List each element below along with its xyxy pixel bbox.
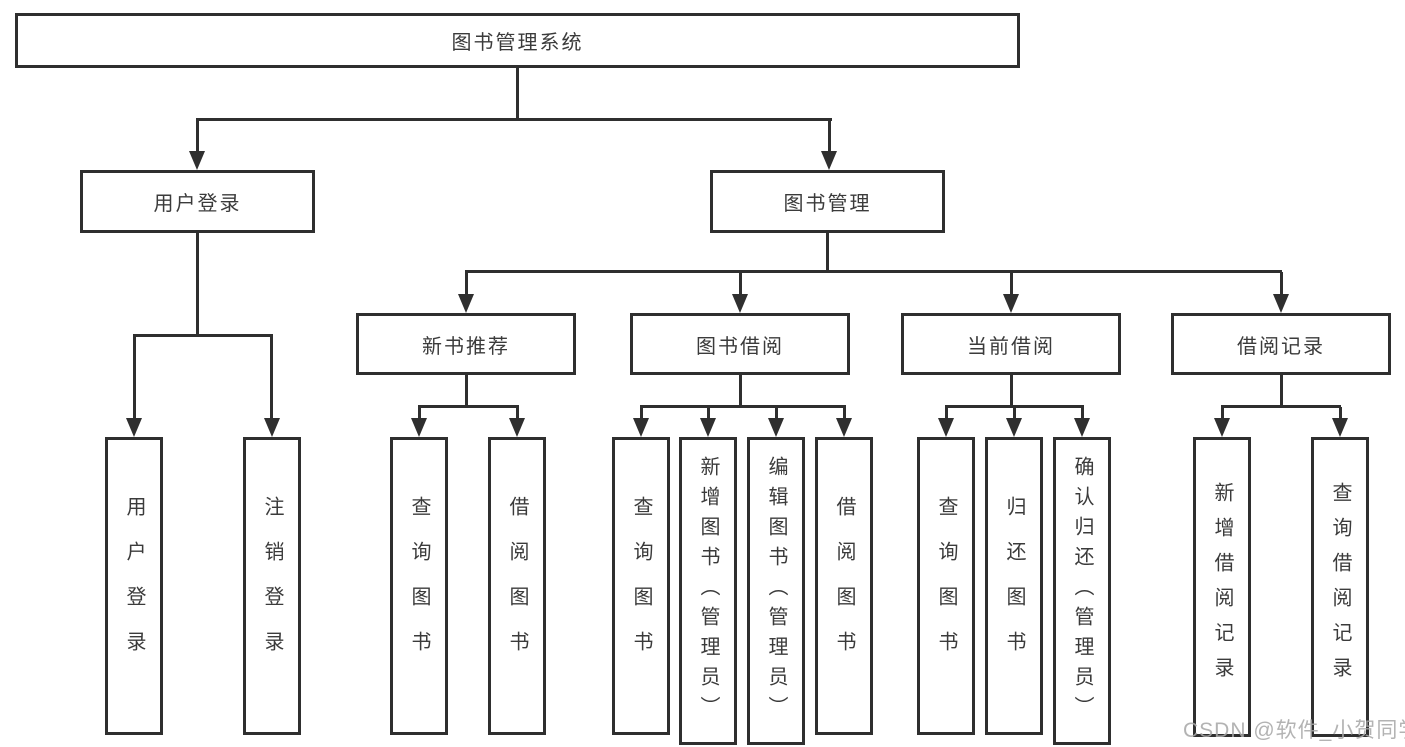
connector-drop xyxy=(640,407,643,419)
leaf-query-books-recommend: 查询图书 xyxy=(390,437,448,735)
node-label: 新书推荐 xyxy=(422,335,510,358)
connector-drop xyxy=(707,407,710,419)
connector-drop xyxy=(1339,407,1342,419)
arrowhead-down-icon xyxy=(411,418,427,437)
leaf-user-login: 用户登录 xyxy=(105,437,163,735)
connector-drop xyxy=(1010,272,1013,295)
arrowhead-down-icon xyxy=(458,294,474,313)
arrowhead-down-icon xyxy=(1074,418,1090,437)
node-label: 图书借阅 xyxy=(696,335,784,358)
csdn-watermark: CSDN @软件_小贺同学 xyxy=(1183,719,1405,742)
node-label: 借阅记录 xyxy=(1237,335,1325,358)
connector-drop xyxy=(828,120,831,152)
node-current-borrowing: 当前借阅 xyxy=(901,313,1121,375)
connector-drop xyxy=(1013,407,1016,419)
arrowhead-down-icon xyxy=(938,418,954,437)
arrowhead-down-icon xyxy=(633,418,649,437)
connector-stem-root xyxy=(516,68,519,121)
arrowhead-down-icon xyxy=(1003,294,1019,313)
leaf-query-books-borrow: 查询图书 xyxy=(612,437,670,735)
leaf-label: 注销登录 xyxy=(261,496,283,676)
node-book-management: 图书管理 xyxy=(710,170,945,233)
connector-drop xyxy=(1081,407,1084,419)
arrowhead-down-icon xyxy=(700,418,716,437)
arrowhead-down-icon xyxy=(732,294,748,313)
leaf-label: 查询图书 xyxy=(408,496,430,676)
leaf-edit-books-admin: 编辑图书（管理员） xyxy=(747,437,805,745)
arrowhead-down-icon xyxy=(768,418,784,437)
connector-drop xyxy=(739,272,742,295)
arrowhead-down-icon xyxy=(1214,418,1230,437)
connector-stem-new-book-recommend xyxy=(465,375,468,408)
connector-drop xyxy=(418,407,421,419)
node-new-book-recommend: 新书推荐 xyxy=(356,313,576,375)
connector-rail-new-book-recommend xyxy=(418,405,519,408)
arrowhead-down-icon xyxy=(126,418,142,437)
arrowhead-down-icon xyxy=(1273,294,1289,313)
leaf-logout: 注销登录 xyxy=(243,437,301,735)
leaf-label: 归还图书 xyxy=(1003,496,1025,676)
connector-stem-borrowing-records xyxy=(1280,375,1283,408)
node-borrowing-records: 借阅记录 xyxy=(1171,313,1391,375)
node-book-borrowing: 图书借阅 xyxy=(630,313,850,375)
connector-stem-current-borrowing xyxy=(1010,375,1013,408)
leaf-label: 借阅图书 xyxy=(506,496,528,676)
connector-drop xyxy=(1221,407,1224,419)
node-user-login: 用户登录 xyxy=(80,170,315,233)
leaf-query-borrow-record: 查询借阅记录 xyxy=(1311,437,1369,737)
connector-rail-book-borrowing xyxy=(640,405,846,408)
connector-drop xyxy=(196,120,199,152)
arrowhead-down-icon xyxy=(264,418,280,437)
node-label: 当前借阅 xyxy=(967,335,1055,358)
leaf-add-borrow-record: 新增借阅记录 xyxy=(1193,437,1251,737)
node-library-management-system: 图书管理系统 xyxy=(15,13,1020,68)
leaf-label: 新增借阅记录 xyxy=(1211,482,1233,692)
connector-stem-book-borrowing xyxy=(739,375,742,408)
arrowhead-down-icon xyxy=(509,418,525,437)
leaf-label: 查询图书 xyxy=(630,496,652,676)
leaf-label: 借阅图书 xyxy=(833,496,855,676)
connector-rail-book-management xyxy=(465,270,1282,273)
connector-stem-user-login xyxy=(196,233,199,337)
leaf-borrow-books-recommend: 借阅图书 xyxy=(488,437,546,735)
connector-drop xyxy=(465,272,468,295)
arrowhead-down-icon xyxy=(836,418,852,437)
connector-drop xyxy=(775,407,778,419)
connector-rail-current-borrowing xyxy=(945,405,1084,408)
leaf-add-books-admin: 新增图书（管理员） xyxy=(679,437,737,745)
arrowhead-down-icon xyxy=(1332,418,1348,437)
connector-stem-book-management xyxy=(826,233,829,273)
connector-drop xyxy=(843,407,846,419)
connector-rail-user-login xyxy=(133,334,273,337)
leaf-label: 查询图书 xyxy=(935,496,957,676)
arrowhead-down-icon xyxy=(1006,418,1022,437)
node-label: 图书管理 xyxy=(783,193,872,215)
leaf-query-books-current: 查询图书 xyxy=(917,437,975,735)
leaf-label: 新增图书（管理员） xyxy=(697,456,719,726)
leaf-label: 编辑图书（管理员） xyxy=(765,456,787,726)
node-label: 用户登录 xyxy=(153,193,242,215)
connector-rail-root xyxy=(196,118,832,121)
connector-rail-borrowing-records xyxy=(1221,405,1341,408)
node-label: 图书管理系统 xyxy=(451,32,584,54)
connector-drop xyxy=(945,407,948,419)
arrowhead-down-icon xyxy=(189,151,205,170)
leaf-label: 用户登录 xyxy=(123,496,145,676)
connector-drop xyxy=(133,336,136,419)
arrowhead-down-icon xyxy=(821,151,837,170)
leaf-label: 确认归还（管理员） xyxy=(1071,456,1093,726)
leaf-label: 查询借阅记录 xyxy=(1329,482,1351,692)
connector-drop xyxy=(270,336,273,419)
connector-drop xyxy=(1280,272,1283,295)
leaf-borrow-books: 借阅图书 xyxy=(815,437,873,735)
leaf-return-books: 归还图书 xyxy=(985,437,1043,735)
connector-drop xyxy=(516,407,519,419)
leaf-confirm-return-admin: 确认归还（管理员） xyxy=(1053,437,1111,745)
